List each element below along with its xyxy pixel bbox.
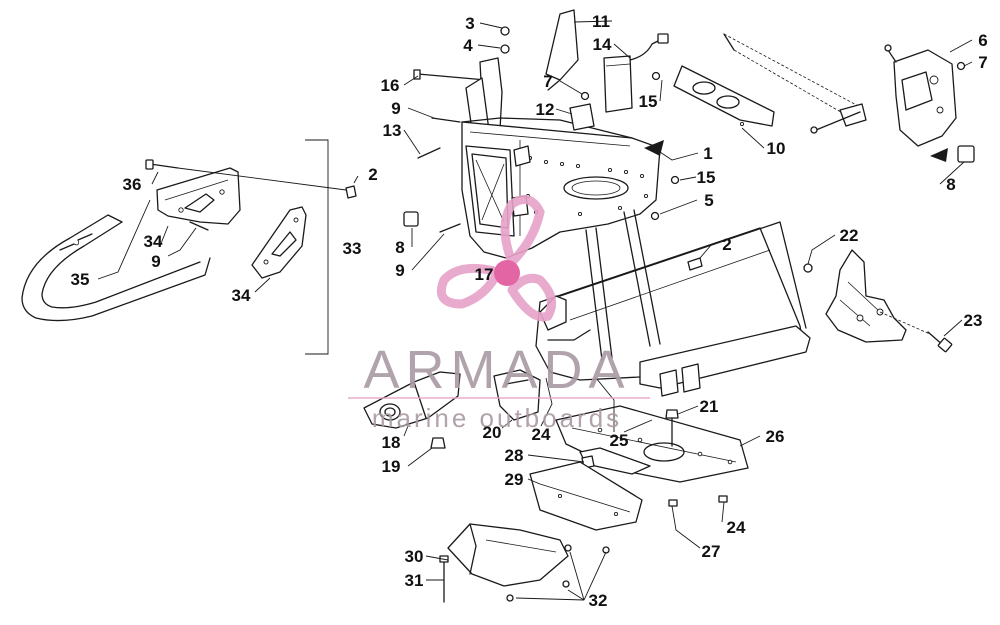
callout-c28: 28 [505,446,524,465]
brand-wordmark: ARMADA [363,340,630,400]
right-side-panel [803,234,963,353]
bumper-assembly [21,139,359,355]
callout-c10: 10 [767,139,786,158]
callout-c7a: 7 [543,72,552,91]
callout-c1: 1 [703,144,712,163]
callout-c36: 36 [123,175,142,194]
callout-c34a: 34 [144,232,163,251]
callout-c20: 20 [483,423,502,442]
callout-c12: 12 [536,100,555,119]
callout-c3: 3 [465,14,474,33]
callout-c31: 31 [405,571,424,590]
callout-c9c: 9 [395,261,404,280]
callout-c2b: 2 [722,235,731,254]
callout-c7b: 7 [978,53,987,72]
callout-c16: 16 [381,76,400,95]
callout-c25: 25 [610,431,629,450]
callout-c11: 11 [592,12,610,31]
lower-frame-assembly [363,209,811,603]
callout-c19: 19 [382,457,401,476]
callout-c5: 5 [704,191,713,210]
front-frame-assembly [403,9,699,271]
callout-c9a: 9 [391,99,400,118]
callout-c15b: 15 [697,168,716,187]
callout-c33: 33 [343,239,362,258]
callout-c13: 13 [383,121,402,140]
callout-c23: 23 [964,311,983,330]
callout-c9b: 9 [151,252,160,271]
callout-c22: 22 [840,226,859,245]
callout-c24a: 24 [532,425,551,444]
callout-c14: 14 [593,35,612,54]
callout-c27: 27 [702,542,721,561]
callout-c8a: 8 [395,238,404,257]
callout-c30: 30 [405,547,424,566]
logo-hub [494,260,520,286]
upper-right-parts [673,33,975,185]
logo-blade-left [436,263,503,309]
logo-blade-top [500,195,545,267]
callout-c26: 26 [766,427,785,446]
callout-c34b: 34 [232,286,251,305]
callout-c8b: 8 [946,175,955,194]
callout-c32: 32 [589,591,608,610]
brand-tagline: marine outboards [372,403,622,433]
logo-blade-right [507,273,557,322]
callout-c21: 21 [700,397,719,416]
callout-c15a: 15 [639,92,658,111]
callout-c2a: 2 [368,165,377,184]
callout-c6: 6 [978,31,987,50]
armada-logo-mark [436,195,557,322]
armada-watermark: ARMADA marine outboards [348,195,650,433]
callout-c17: 17 [475,265,494,284]
callout-c35: 35 [71,270,90,289]
callout-c18: 18 [382,433,401,452]
callout-c24b: 24 [727,518,746,537]
callout-c29: 29 [505,470,524,489]
callout-c4: 4 [463,36,473,55]
